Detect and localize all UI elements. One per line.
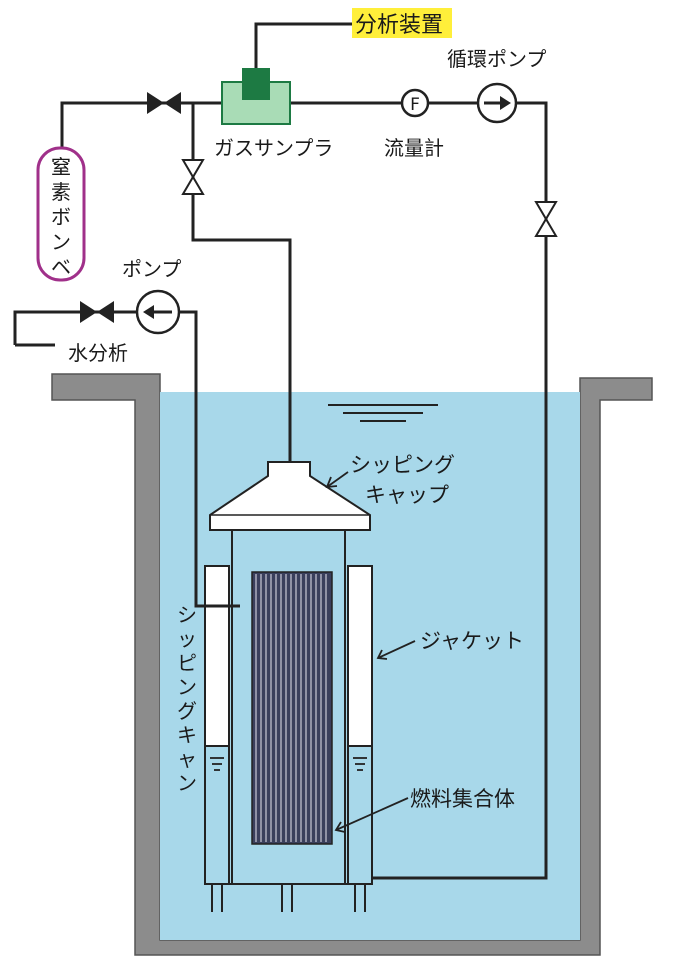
gas-sampler-head (242, 68, 270, 100)
circulation-pump-label: 循環ポンプ (447, 47, 546, 71)
water-analysis-label: 水分析 (68, 341, 128, 365)
flow-meter-symbol: F (410, 95, 420, 115)
flow-meter-label: 流量計 (384, 136, 444, 160)
jacket-left (204, 565, 230, 747)
sipping-cap (209, 461, 371, 531)
jacket-right (347, 565, 373, 747)
analyzer: 分析装置 (352, 8, 452, 38)
jacket-label: ジャケット (420, 629, 524, 653)
fuel-assembly-label: 燃料集合体 (410, 787, 515, 811)
can-legs (211, 884, 366, 912)
gas-sampler-label: ガスサンプラ (214, 136, 333, 160)
valve-main[interactable] (147, 92, 181, 114)
fuel-assembly (251, 571, 333, 845)
valve-return[interactable] (534, 201, 558, 237)
analyzer-label: 分析装置 (355, 13, 443, 38)
arrow-left-icon (143, 305, 154, 319)
analyzer-highlight (352, 8, 452, 38)
circulation-pump[interactable] (476, 82, 518, 124)
sipping-assembly (204, 461, 373, 912)
water-surface-mark (328, 404, 438, 422)
sipping-cap-label-line2: キャップ (365, 483, 449, 507)
fuel-rods (255, 574, 327, 842)
water-pump[interactable] (135, 289, 181, 335)
gas-sampler[interactable] (221, 68, 291, 125)
sipping-cap-leader (325, 471, 349, 489)
nitrogen-cylinder: 窒素ボンベ (36, 146, 86, 282)
sipping-can-label: シッピングキャン (177, 603, 197, 795)
flow-meter[interactable]: F (400, 88, 430, 118)
nitrogen-cylinder-label: 窒素ボンベ (51, 155, 71, 279)
sipping-cap-label-line1: シッピング (350, 453, 455, 477)
arrow-right-icon (500, 96, 511, 110)
water-pump-label: ポンプ (122, 257, 181, 281)
valve-water[interactable] (80, 301, 114, 323)
jacket-leader (376, 640, 416, 660)
valve-sampler-down[interactable] (181, 159, 205, 195)
jacket-level-marks (210, 757, 367, 771)
fuel-assembly-leader (334, 797, 409, 833)
